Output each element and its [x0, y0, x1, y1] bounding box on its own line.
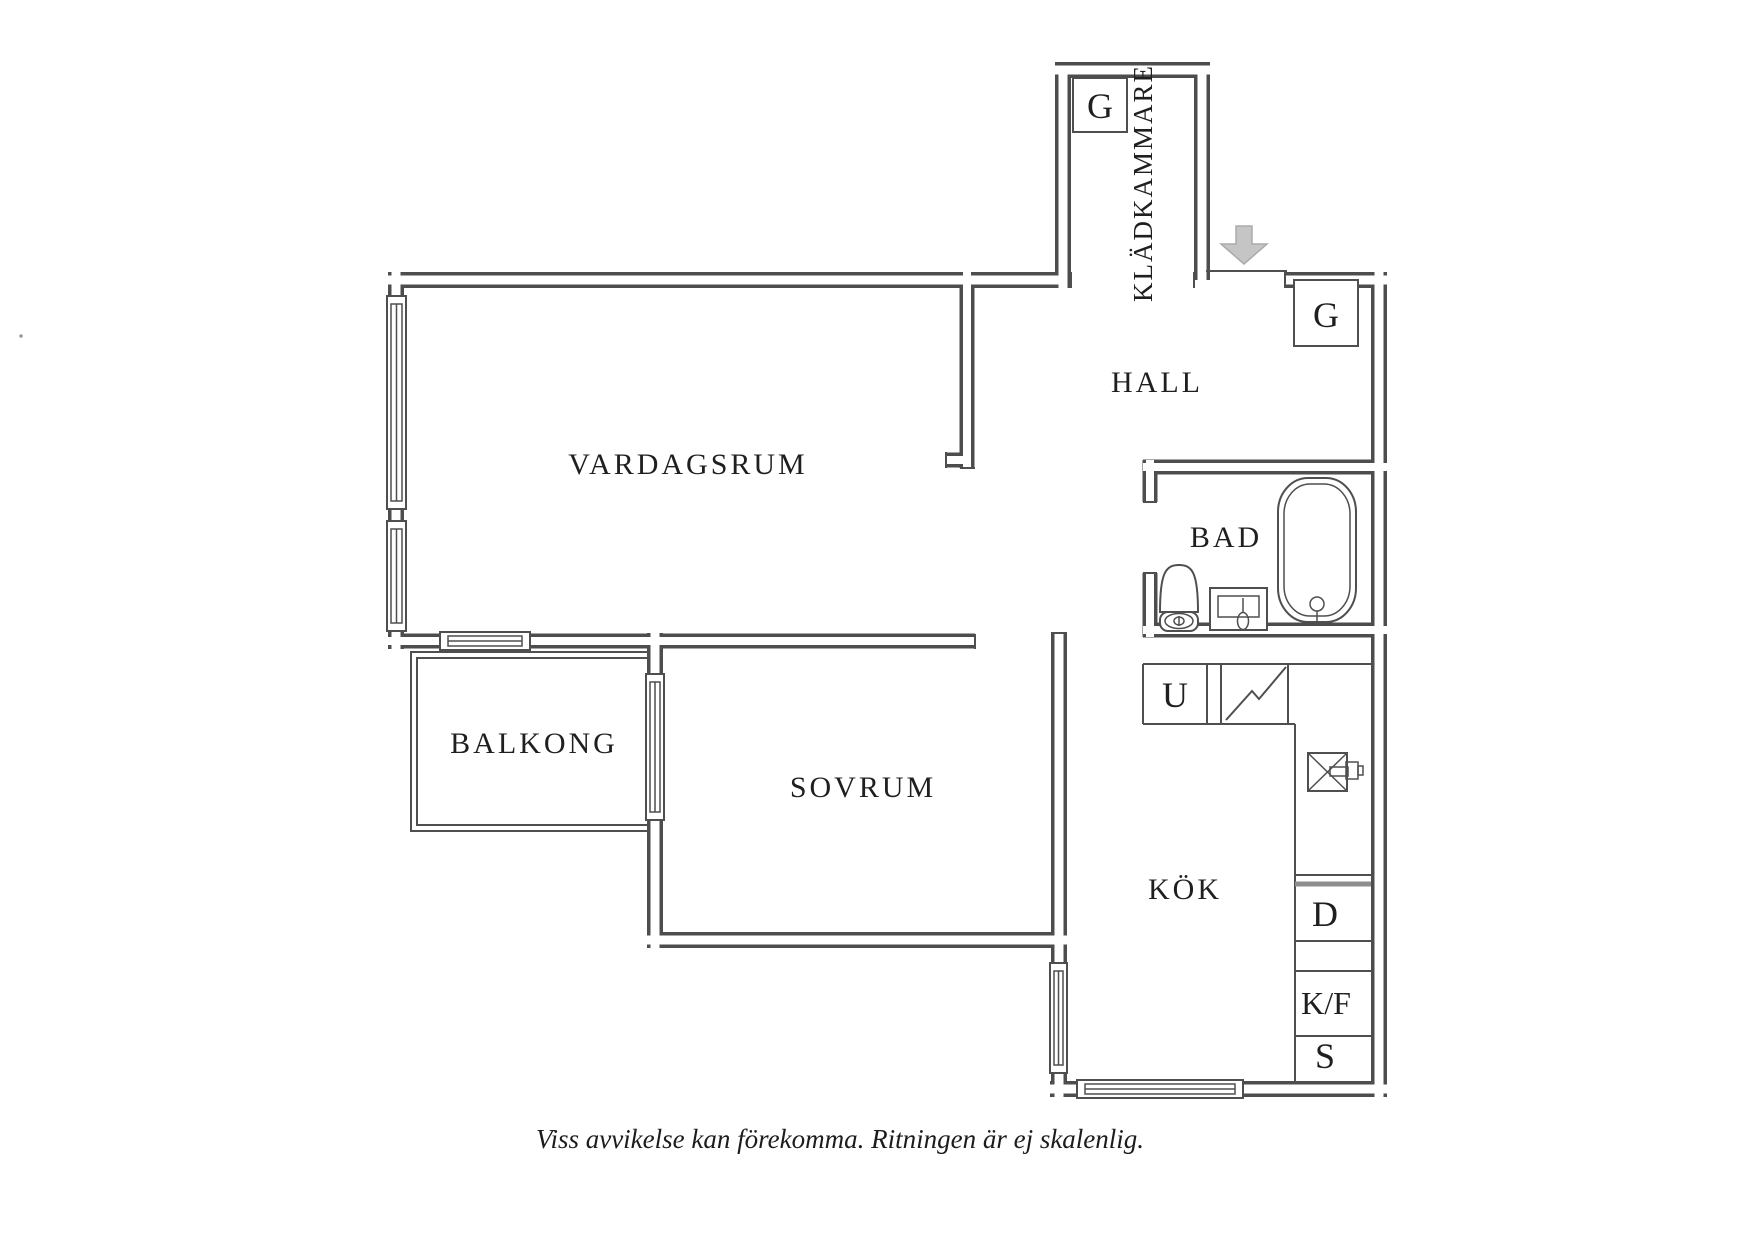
label-balkong: BALKONG	[450, 727, 618, 760]
label-kok: KÖK	[1148, 873, 1222, 906]
sink-icon	[1209, 587, 1268, 631]
bathtub-icon	[1277, 477, 1357, 623]
room-labels: VARDAGSRUM HALL BAD SOVRUM KÖK BALKONG K…	[450, 64, 1262, 906]
fixture-labels: G G U D K/F S	[1087, 86, 1351, 1076]
window-livingroom-left-1	[386, 295, 407, 510]
label-fridge-freezer: K/F	[1301, 985, 1351, 1021]
label-sovrum: SOVRUM	[790, 771, 936, 804]
balcony-railing	[410, 651, 650, 832]
window-kitchen-bottom	[1076, 1079, 1244, 1099]
window-kitchen-left	[1049, 962, 1068, 1074]
disclaimer-text: Viss avvikelse kan förekomma. Ritningen …	[536, 1124, 1144, 1154]
label-cabinet-u: U	[1162, 675, 1188, 715]
window-livingroom-bottom	[439, 631, 531, 651]
label-hall: HALL	[1111, 366, 1203, 399]
speck-artifact	[19, 334, 23, 338]
label-kladkammare: KLÄDKAMMARE	[1128, 64, 1158, 302]
windows	[386, 295, 1244, 1099]
window-bedroom-balcony-door	[645, 673, 665, 821]
label-pantry: S	[1315, 1036, 1335, 1076]
kitchen-counter	[1294, 724, 1371, 1081]
label-vardagsrum: VARDAGSRUM	[568, 448, 808, 481]
entrance	[1206, 225, 1287, 272]
closet-wardrobe-box	[1072, 77, 1128, 133]
label-wardrobe-hall: G	[1313, 295, 1339, 335]
hall-cabinet-row	[1142, 663, 1371, 725]
toilet-icon	[1158, 563, 1200, 632]
hall-wardrobe-box	[1293, 279, 1359, 347]
label-wardrobe-closet: G	[1087, 86, 1113, 126]
label-dishwasher: D	[1312, 894, 1338, 934]
stove-icon	[1307, 752, 1364, 792]
entrance-arrow-icon	[1218, 225, 1270, 265]
hatch-symbol	[1225, 666, 1287, 721]
label-bad: BAD	[1190, 521, 1262, 554]
window-livingroom-left-2	[386, 520, 407, 632]
door-jambs	[945, 272, 1286, 649]
